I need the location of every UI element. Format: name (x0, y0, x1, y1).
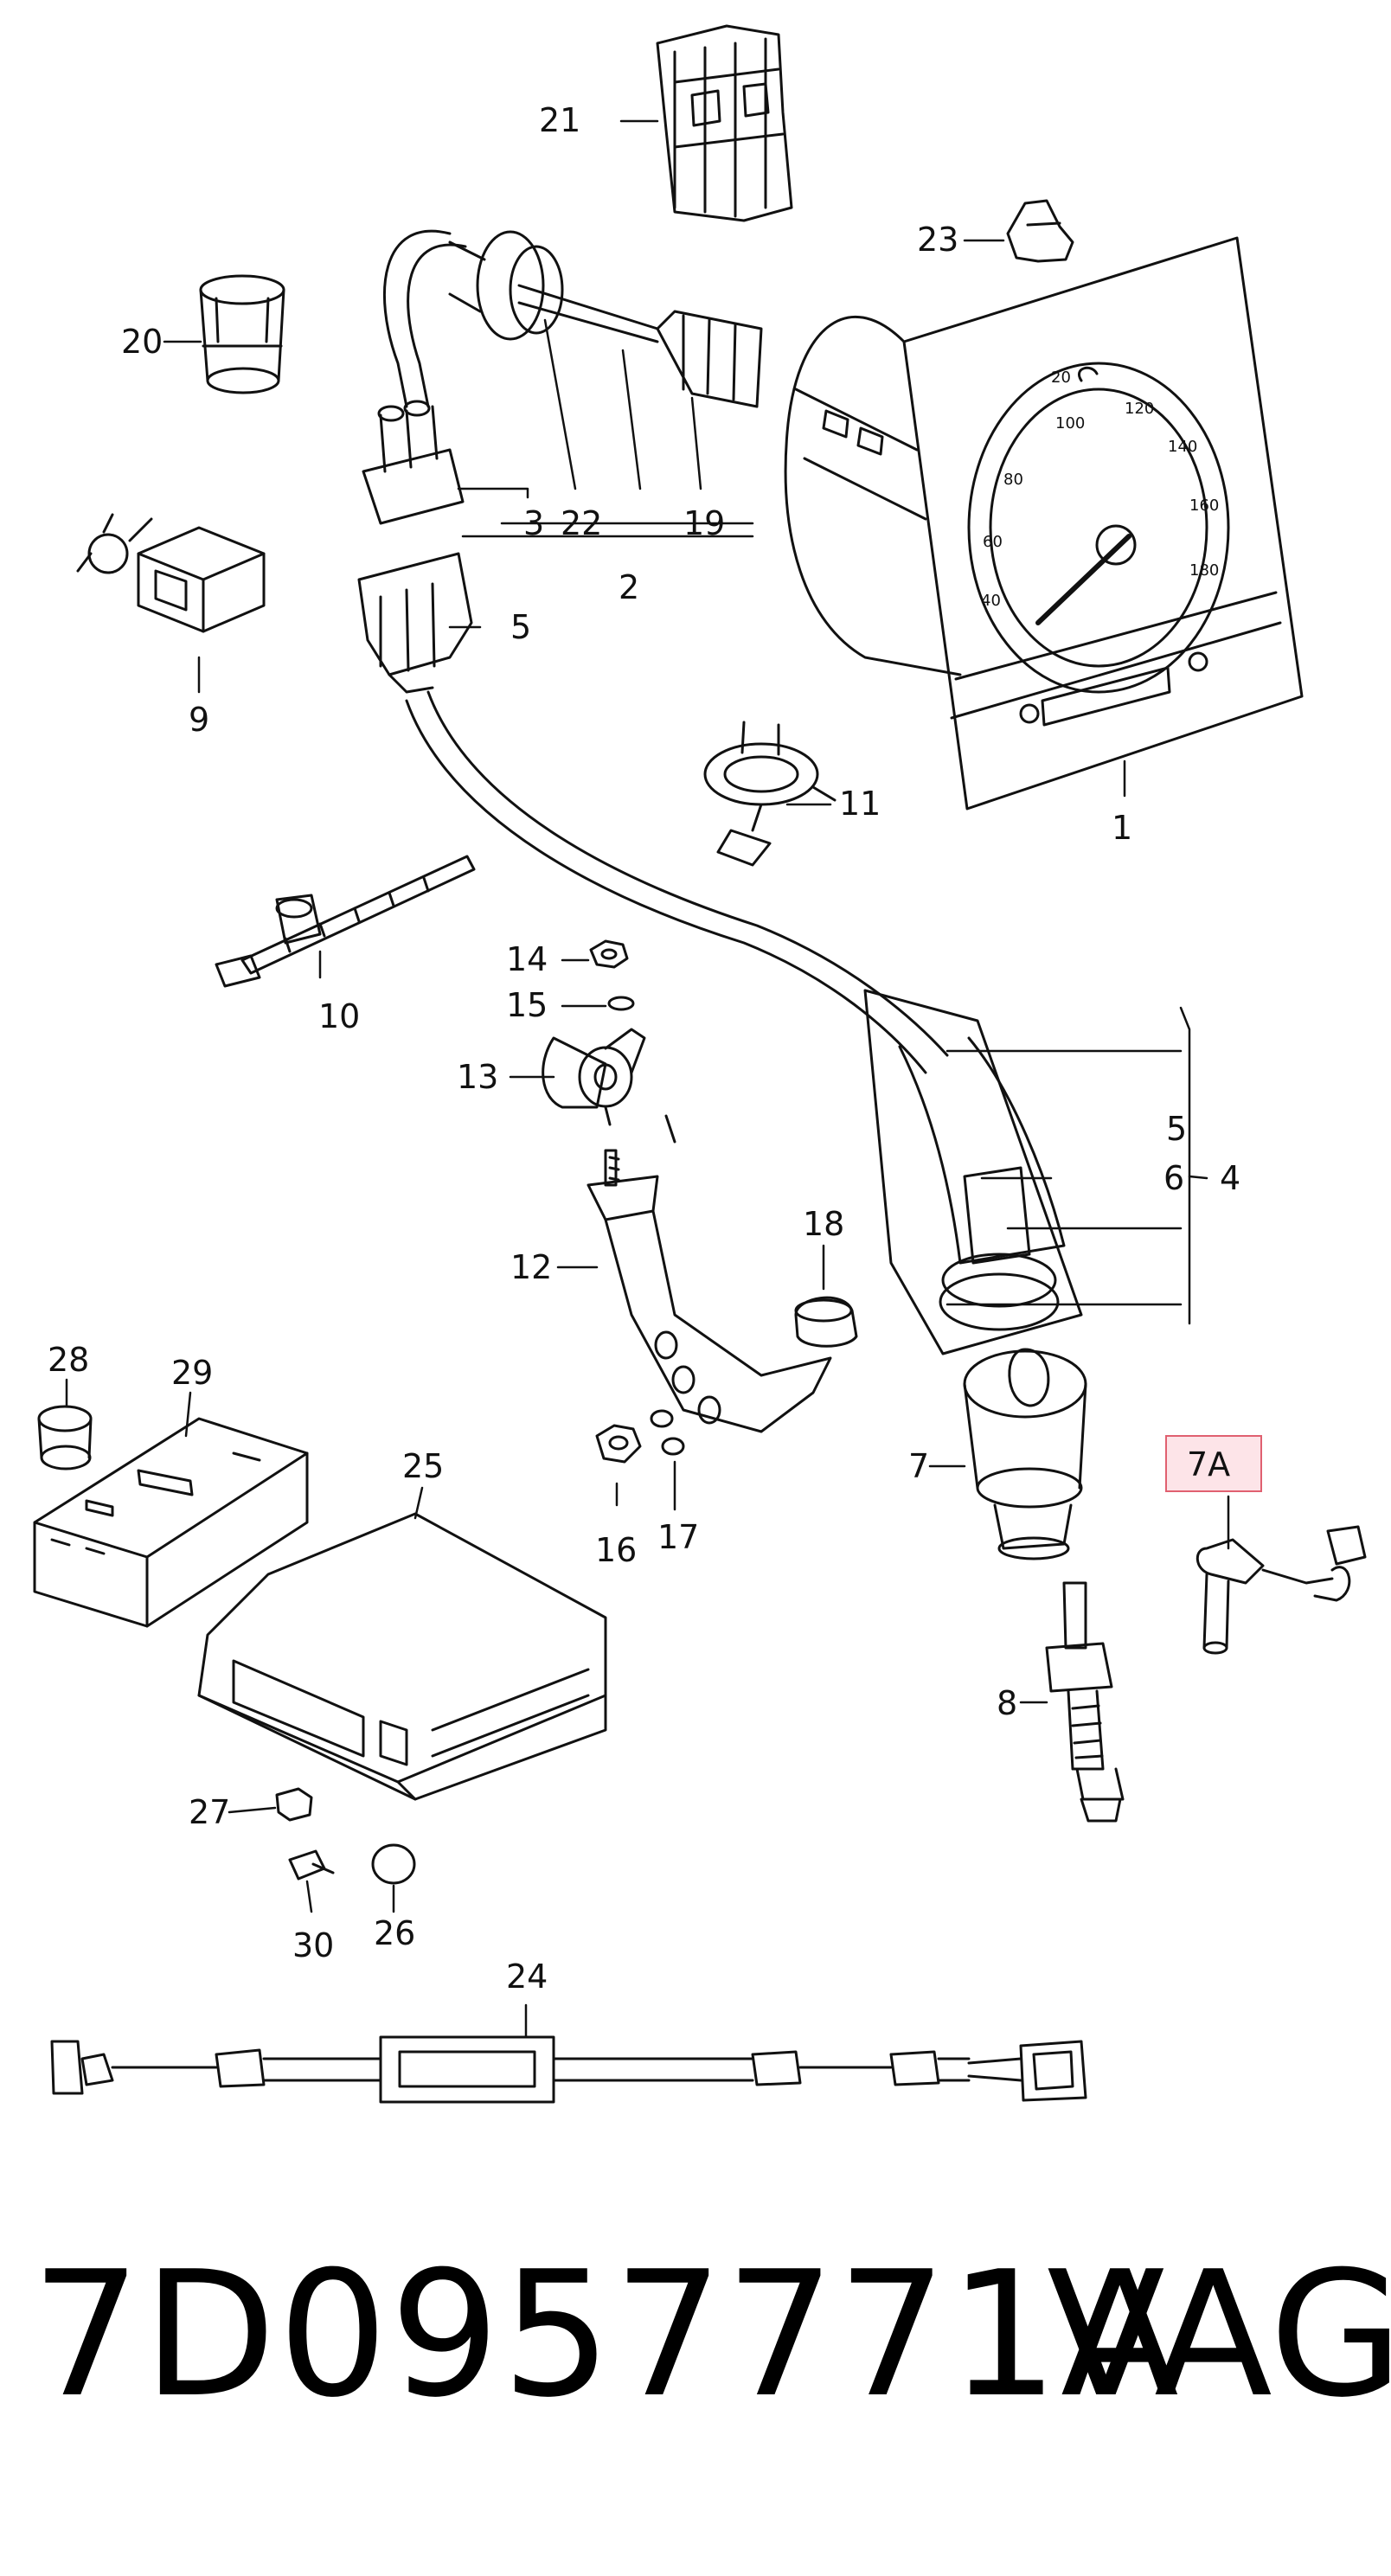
callout-30: 30 (292, 1926, 334, 1964)
callout-6: 6 (1163, 1159, 1184, 1197)
part-14-nut (589, 939, 629, 969)
part-20-bulb-holder (199, 274, 285, 394)
part-27-screw (275, 1787, 313, 1822)
callout-10: 10 (318, 997, 360, 1035)
callout-5-upper: 5 (510, 608, 531, 646)
part-2-harness (383, 229, 763, 408)
part-16-nut (595, 1424, 642, 1464)
brand-label: VAG (1047, 2234, 1391, 2436)
part-11-clamp (703, 721, 837, 867)
callout-8: 8 (997, 1684, 1017, 1722)
callout-16: 16 (595, 1531, 637, 1569)
part-number: 7D0957771A (31, 2234, 1181, 2436)
part-10-cable-tie (215, 855, 476, 988)
leader-lines (65, 119, 1230, 2039)
gauge-tick-20: 20 (1051, 368, 1071, 387)
gauge-tick-180: 180 (1189, 561, 1219, 580)
gauge-tick-140: 140 (1168, 438, 1197, 456)
gauge-tick-60: 60 (983, 533, 1003, 551)
gauge-tick-80: 80 (1003, 471, 1023, 489)
callout-25: 25 (402, 1447, 444, 1485)
part-25-control-unit (197, 1512, 607, 1801)
part-15-washer (607, 996, 635, 1011)
gauge-tick-120: 120 (1125, 400, 1154, 418)
part-17-washer (650, 1409, 685, 1456)
callout-15: 15 (506, 986, 548, 1024)
callout-3: 3 (523, 504, 544, 542)
part-22-grommet (448, 230, 564, 341)
callout-14: 14 (506, 940, 548, 978)
callout-18: 18 (803, 1205, 844, 1243)
callout-2: 2 (619, 568, 639, 606)
callout-20: 20 (121, 323, 163, 361)
part-23-bulb (1006, 199, 1074, 263)
gauge-tick-100: 100 (1055, 414, 1085, 433)
callout-1: 1 (1112, 809, 1132, 847)
part-8-drive-gear (1045, 1581, 1125, 1823)
callout-19: 19 (683, 504, 725, 542)
part-24-adapter-cable (50, 2035, 1087, 2104)
part-9-bracket (76, 513, 266, 633)
callout-21: 21 (539, 101, 580, 139)
part-29-relay-panel (33, 1417, 309, 1628)
callout-17: 17 (657, 1518, 699, 1556)
part-18-cap (794, 1296, 858, 1348)
part-3-connector (362, 400, 465, 525)
part-12-bracket (587, 1149, 832, 1433)
parts-diagram: 20 40 60 80 100 120 140 160 180 (33, 24, 1367, 2104)
callout-13: 13 (457, 1058, 498, 1096)
callout-7a: 7A (1187, 1445, 1230, 1483)
callout-24: 24 (506, 1958, 548, 1996)
callout-26: 26 (374, 1914, 415, 1952)
callout-29: 29 (171, 1354, 213, 1392)
part-5-connector (357, 552, 473, 694)
callout-7: 7 (908, 1447, 929, 1485)
part-21-connector-housing (656, 24, 793, 222)
callout-4: 4 (1220, 1159, 1240, 1197)
part-7a-speed-sender (1195, 1525, 1367, 1655)
gauge-tick-160: 160 (1189, 497, 1219, 515)
part-13-clip (542, 1028, 676, 1144)
callout-28: 28 (48, 1341, 89, 1379)
part-1-instrument-cluster (784, 236, 1304, 811)
callout-11: 11 (839, 785, 881, 823)
callout-27: 27 (189, 1793, 230, 1831)
callout-23: 23 (917, 221, 958, 259)
callout-12: 12 (510, 1248, 552, 1286)
part-30-bolt (288, 1849, 335, 1881)
part-7-speed-sender (963, 1348, 1087, 1560)
callout-7a-highlight (1165, 1435, 1262, 1492)
part-4-speedo-cable (405, 690, 1083, 1355)
callout-5-lower: 5 (1166, 1110, 1187, 1148)
part-28-plug (37, 1405, 93, 1471)
gauge-tick-40: 40 (981, 592, 1001, 610)
part-26-cap (371, 1843, 416, 1885)
callout-22: 22 (561, 504, 602, 542)
callout-9: 9 (189, 701, 209, 739)
